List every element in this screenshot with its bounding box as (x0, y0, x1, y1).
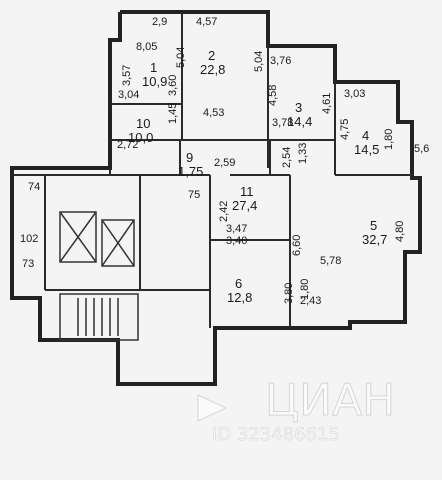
dimension-label: 1,80 (383, 129, 395, 150)
dimension-label: 8,05 (136, 41, 157, 53)
outer-walls (10, 10, 422, 386)
dimension-label: 1,45 (167, 103, 179, 124)
dimension-label: 5,04 (175, 47, 187, 68)
room-number: 3 (295, 100, 302, 115)
side-labels: 74 75 102 73 (20, 181, 200, 270)
dimension-label: 3,78 (272, 117, 293, 129)
stair-and-lift-block (59, 211, 139, 341)
cian-logo-icon (197, 394, 228, 422)
dimension-label: 4,57 (196, 16, 217, 28)
room-number: 1 (150, 60, 157, 75)
dimension-label: 2,54 (281, 147, 293, 168)
room-labels: 110,9 222,8 314,4 414,5 532,7 612,8 91,75 1010,… (128, 48, 387, 305)
side-label: 73 (22, 258, 34, 270)
dimension-label: 3,57 (121, 65, 133, 86)
dimension-label: 4,80 (394, 221, 406, 242)
room-number: 11 (240, 184, 254, 199)
dimension-label: 3,04 (118, 89, 139, 101)
room-area: 10,9 (142, 74, 167, 89)
room-number: 6 (235, 276, 242, 291)
dimension-labels: 2,9 4,57 8,05 5,04 5,04 3,57 3,60 3,04 1,45 4,53 3… (117, 16, 429, 307)
dimension-label: 4,58 (267, 85, 279, 106)
dimension-label: 1,33 (297, 143, 309, 164)
room-number: 2 (208, 48, 215, 63)
side-label: 74 (28, 181, 40, 193)
watermark-id: ID 323486615 (212, 424, 340, 445)
dimension-label: 4,75 (339, 119, 351, 140)
room-area: 10,0 (128, 130, 153, 145)
dimension-label: 6,60 (291, 235, 303, 256)
dimension-label: 5,78 (320, 255, 341, 267)
dimension-label: 3,47 (226, 223, 247, 235)
room-number: 9 (186, 150, 193, 165)
dimension-label: 2,59 (214, 157, 235, 169)
dimension-label: 3,76 (270, 55, 291, 67)
watermark-brand: ЦИАН (265, 375, 395, 426)
dimension-label: 5,6 (414, 143, 429, 155)
dimension-label: 3,03 (344, 88, 365, 100)
room-area: 1,75 (178, 164, 203, 179)
room-area: 12,8 (227, 290, 252, 305)
side-label: 75 (188, 189, 200, 201)
dimension-label: 5,04 (253, 51, 265, 72)
dimension-label: 4,61 (321, 93, 333, 114)
room-area: 27,4 (232, 198, 257, 213)
inner-walls (12, 12, 412, 328)
dimension-label: 2,42 (218, 201, 230, 222)
room-area: 32,7 (362, 232, 387, 247)
dimension-label: 3,60 (167, 75, 179, 96)
room-number: 10 (136, 116, 150, 131)
room-area: 14,5 (354, 142, 379, 157)
watermark: ЦИАН ID 323486615 (197, 375, 396, 445)
dimension-label: 1,80 (299, 279, 311, 300)
dimension-label: 2,9 (152, 16, 167, 28)
room-number: 4 (362, 128, 369, 143)
dimension-label: 2,43 (300, 295, 321, 307)
dimension-label: 3,40 (226, 235, 247, 247)
room-number: 5 (370, 218, 377, 233)
side-label: 102 (20, 233, 38, 245)
room-area: 14,4 (287, 114, 312, 129)
dimension-label: 3,80 (283, 283, 295, 304)
room-area: 22,8 (200, 62, 225, 77)
dimension-label: 2,72 (117, 139, 138, 151)
dimension-label: 4,53 (203, 107, 224, 119)
